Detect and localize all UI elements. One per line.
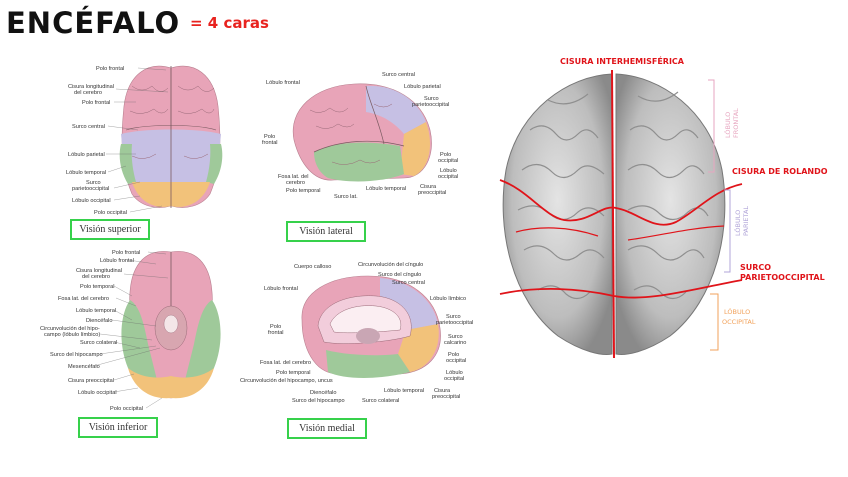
lat-ann-8: occipital (438, 158, 458, 164)
med-ann-11: calcarino (444, 340, 466, 346)
lat-ann-0: Lóbulo frontal (266, 80, 300, 86)
medial-view-diagram: Cuerpo calloso Circunvolución del cíngul… (240, 262, 473, 404)
page-subtitle: = 4 caras (190, 14, 269, 32)
med-ann-7: frontal (268, 330, 284, 336)
lat-ann-1: Surco central (382, 72, 415, 78)
inf-ann-2: Cisura longitudinal (76, 268, 122, 274)
lobulo-parietal-label-1: LÓBULO (733, 210, 742, 236)
med-ann-10: Surco (448, 334, 463, 340)
sup-ann-8: parietooccipital (72, 186, 109, 192)
inf-ann-11: Surco del hipocampo (50, 352, 103, 358)
lat-ann-2: Lóbulo parietal (404, 84, 441, 90)
lat-ann-14: Surco lat. (334, 194, 358, 200)
lat-ann-4: parietooccipital (412, 102, 449, 108)
inf-ann-4: Polo temporal (80, 284, 115, 290)
inf-ann-12: Mesencéfalo (68, 364, 100, 370)
cisura-interhemisferica-label: CISURA INTERHEMISFÉRICA (560, 55, 685, 66)
medial-view-label: Visión medial (287, 418, 367, 439)
lat-ann-16: Cisura (420, 184, 437, 190)
superior-view-diagram: Polo frontal Cisura longitudinal del cer… (66, 65, 223, 216)
inferior-view-label: Visión inferior (78, 417, 158, 438)
lat-ann-12: cerebro (286, 180, 305, 186)
sup-ann-9: Lóbulo occipital (72, 198, 111, 204)
med-ann-1: Circunvolución del cíngulo (358, 262, 423, 268)
lat-ann-5: Polo (264, 134, 275, 140)
lobulo-occipital-label-1: LÓBULO (724, 307, 750, 316)
med-ann-21: Lóbulo temporal (384, 388, 424, 394)
sup-ann-1: Cisura longitudinal (68, 84, 114, 90)
annotated-brain-photo: CISURA INTERHEMISFÉRICA CISURA DE ROLAND… (499, 55, 828, 359)
inf-ann-9: campo (lóbulo límbico) (44, 332, 100, 338)
lobulo-parietal-label-2: PARIETAL (742, 206, 750, 236)
inf-ann-8: Circunvolución del hipo- (40, 326, 100, 332)
inferior-view-diagram: Polo frontal Lóbulo frontal Cisura longi… (40, 250, 221, 412)
inf-ann-3: del cerebro (82, 274, 110, 280)
med-ann-22: Surco colateral (362, 398, 399, 404)
lobulo-frontal-label-2: FRONTAL (732, 108, 740, 138)
med-ann-6: Polo (270, 324, 281, 330)
med-ann-20: Surco del hipocampo (292, 398, 345, 404)
med-ann-12: Polo (448, 352, 459, 358)
lat-ann-15: Lóbulo temporal (366, 186, 406, 192)
inf-ann-5: Fosa lat. del cerebro (58, 296, 109, 302)
inf-ann-15: Polo occipital (110, 406, 143, 412)
page-title: ENCÉFALO (6, 6, 181, 40)
lat-ann-13: Polo temporal (286, 188, 321, 194)
lateral-view-diagram: Lóbulo frontal Surco central Lóbulo pari… (262, 72, 458, 200)
med-ann-23: Cisura (434, 388, 451, 394)
inf-ann-6: Lóbulo temporal (76, 308, 116, 314)
inf-ann-0: Polo frontal (112, 250, 140, 256)
lobulo-occipital-label-2: OCCIPITAL (722, 318, 756, 326)
sup-ann-7: Surco (86, 180, 101, 186)
sup-ann-4: Surco central (72, 124, 105, 130)
lat-ann-6: frontal (262, 140, 278, 146)
lat-ann-10: occipital (438, 174, 458, 180)
lat-ann-3: Surco (424, 96, 439, 102)
lateral-view-label: Visión lateral (286, 221, 366, 242)
med-ann-24: preoccipital (432, 394, 460, 400)
med-ann-13: occipital (446, 358, 466, 364)
med-ann-14: Lóbulo (446, 370, 463, 376)
med-ann-9: parietooccipital (436, 320, 473, 326)
med-ann-16: Fosa lat. del cerebro (260, 360, 311, 366)
sup-ann-6: Lóbulo temporal (66, 170, 106, 176)
surco-parietooccipital-label-2: PARIETOOCCIPITAL (740, 273, 825, 282)
med-ann-5: Lóbulo límbico (430, 296, 466, 302)
inf-ann-14: Lóbulo occipital (78, 390, 117, 396)
sup-ann-2: del cerebro (74, 90, 102, 96)
lobulo-frontal-label-1: LÓBULO (723, 112, 732, 138)
sup-ann-5: Lóbulo parietal (68, 152, 105, 158)
sup-ann-10: Polo occipital (94, 210, 127, 216)
sup-ann-3: Polo frontal (82, 100, 110, 106)
med-ann-8: Surco (446, 314, 461, 320)
med-ann-3: Surco central (392, 280, 425, 286)
lat-ann-11: Fosa lat. del (278, 174, 308, 180)
inf-ann-1: Lóbulo frontal (100, 258, 134, 264)
lat-ann-17: preoccipital (418, 190, 446, 196)
superior-view-label: Visión superior (70, 219, 150, 240)
med-ann-0: Cuerpo calloso (294, 264, 331, 270)
surco-parietooccipital-label-1: SURCO (740, 263, 771, 272)
med-ann-15: occipital (444, 376, 464, 382)
lat-ann-9: Lóbulo (440, 168, 457, 174)
med-ann-19: Diencéfalo (310, 390, 336, 396)
med-ann-17: Polo temporal (276, 370, 311, 376)
med-ann-18: Circunvolución del hipocampo, uncus (240, 378, 333, 384)
inf-ann-13: Cisura preoccipital (68, 378, 114, 384)
med-ann-4: Lóbulo frontal (264, 286, 298, 292)
inf-ann-10: Surco colateral (80, 340, 117, 346)
inf-ann-7: Diencéfalo (86, 318, 112, 324)
sup-ann-0: Polo frontal (96, 66, 124, 72)
lat-ann-7: Polo (440, 152, 451, 158)
cisura-rolando-label: CISURA DE ROLANDO (732, 167, 828, 176)
med-ann-2: Surco del cíngulo (378, 272, 421, 278)
